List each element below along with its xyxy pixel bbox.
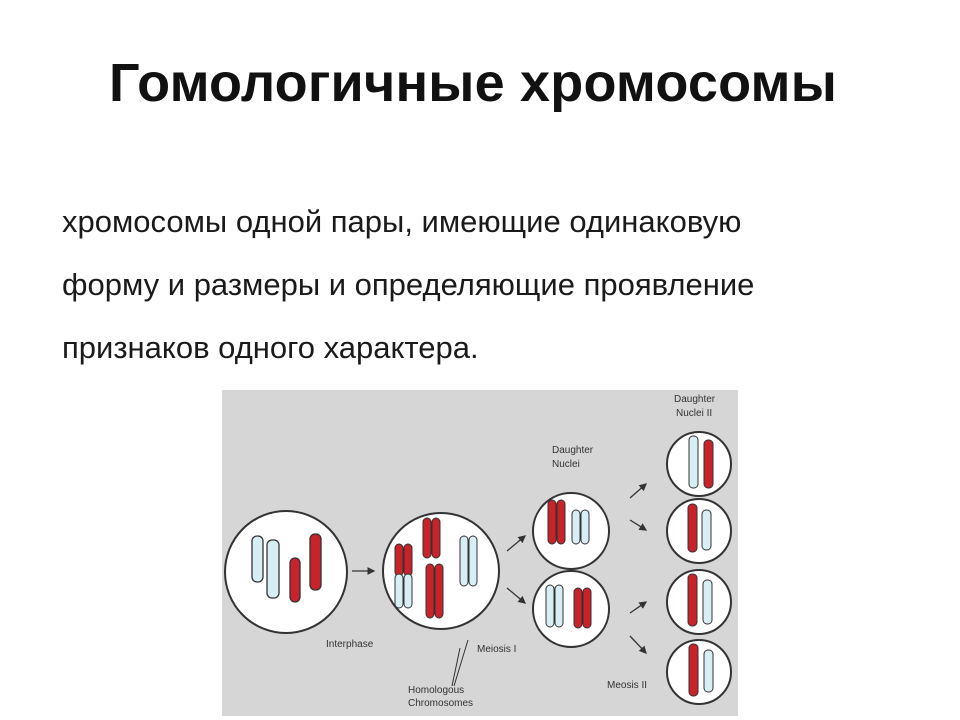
blue-tetrad	[459, 535, 478, 587]
arrow-to-daughter-bottom	[506, 587, 526, 604]
red-chromosome	[309, 533, 322, 591]
red-tetrad	[422, 517, 441, 559]
red-tetrad	[394, 543, 413, 577]
arrow-to-nuclei-2-4	[629, 635, 647, 654]
label-daughter-nuclei-2: Nuclei	[552, 459, 580, 470]
pointer-line	[451, 647, 461, 687]
definition-text: хромосомы одной пары, имеющие одинаковую…	[62, 190, 922, 379]
meiosis-diagram: Interphase Meiosis I Meosis II Homologou…	[222, 390, 738, 716]
label-daughter-nuclei-ii-1: Daughter	[674, 394, 716, 405]
arrow-to-nuclei-2-2	[629, 519, 648, 531]
definition-line-1: хромосомы одной пары, имеющие одинаковую	[62, 204, 742, 239]
daughter-nucleus-top	[532, 492, 610, 570]
meiosis-1-cell	[382, 512, 500, 630]
label-homologous-1: Homologous	[408, 685, 464, 696]
daughter-nucleus-2-1	[666, 431, 732, 497]
arrow-to-daughter-top	[506, 535, 526, 552]
blue-tetrad	[394, 573, 413, 609]
definition-line-3: признаков одного характера.	[62, 330, 479, 365]
interphase-cell	[224, 510, 348, 634]
meiosis-diagram-svg: Interphase Meiosis I Meosis II Homologou…	[224, 394, 732, 709]
label-daughter-nuclei-1: Daughter	[552, 445, 594, 456]
red-chromosome	[289, 557, 301, 603]
label-meiosis-1: Meiosis I	[477, 644, 516, 655]
daughter-nucleus-2-4	[666, 639, 732, 705]
definition-line-2: форму и размеры и определяющие проявлени…	[62, 267, 755, 302]
daughter-nucleus-2-2	[666, 498, 732, 564]
label-homologous-2: Chromosomes	[408, 698, 473, 709]
arrow-to-nuclei-2-3	[629, 601, 648, 614]
label-interphase: Interphase	[326, 639, 374, 650]
arrow-to-nuclei-2-1	[629, 483, 647, 499]
blue-chromosome	[251, 535, 264, 583]
red-tetrad	[425, 563, 444, 619]
label-meiosis-2: Meosis II	[607, 680, 647, 691]
daughter-nucleus-2-3	[666, 569, 732, 635]
label-daughter-nuclei-ii-2: Nuclei II	[676, 408, 712, 419]
daughter-nucleus-bottom	[532, 570, 610, 648]
slide-title: Гомологичные хромосомы	[108, 53, 838, 113]
blue-chromosome	[266, 539, 280, 599]
pointer-line	[453, 639, 469, 687]
